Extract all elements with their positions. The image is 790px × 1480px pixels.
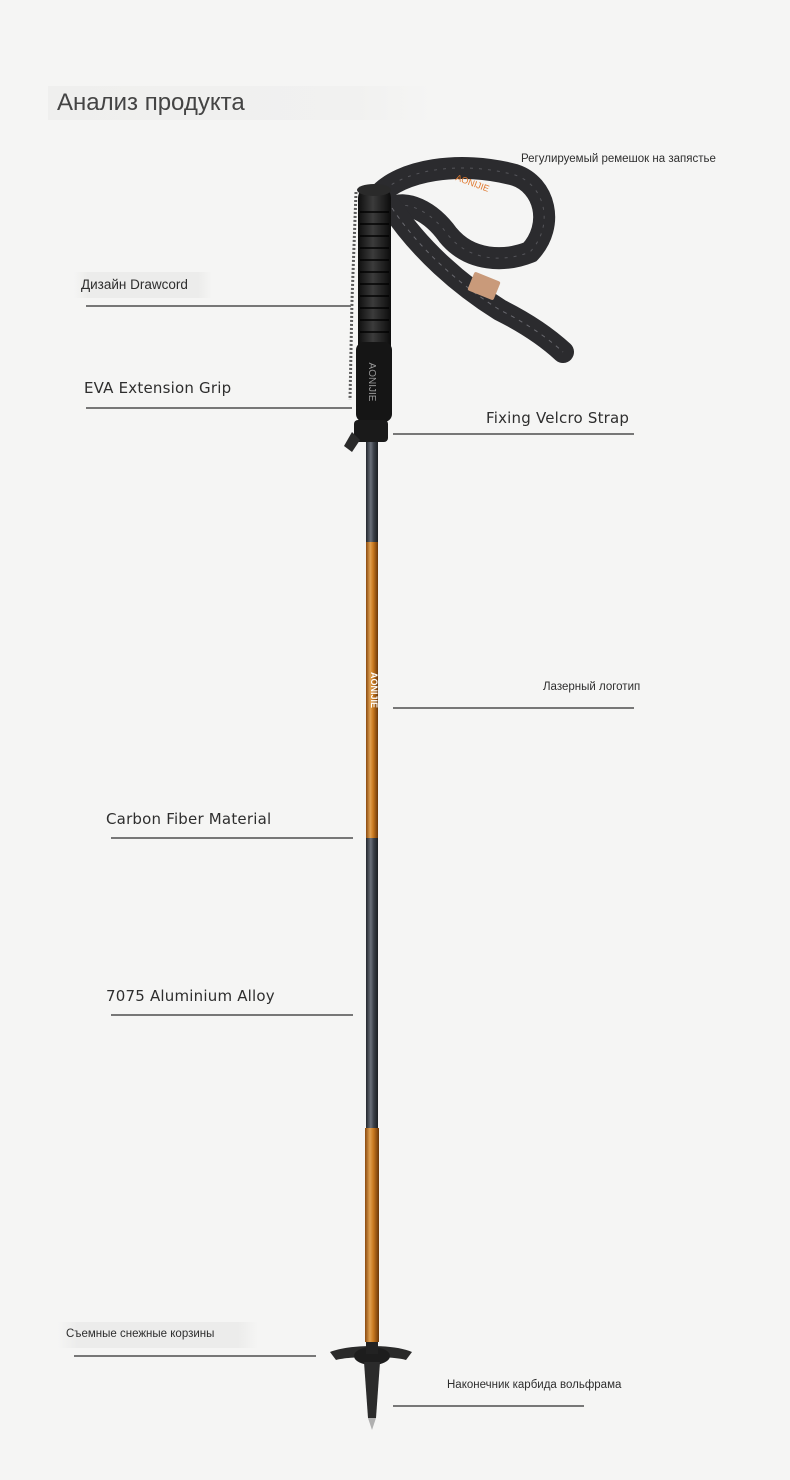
label-wrist-strap: Регулируемый ремешок на запястье: [521, 153, 716, 165]
leader-line-tip: [393, 1405, 584, 1407]
grip-brand-text: AONIJIE: [366, 363, 377, 402]
label-eva-grip: EVA Extension Grip: [84, 379, 232, 397]
upper-shaft-orange: [366, 542, 378, 838]
middle-shaft-dark: [366, 838, 378, 1130]
upper-shaft-dark: [366, 442, 378, 542]
highlight-drawcord: [74, 272, 212, 298]
label-laser-logo: Лазерный логотип: [543, 681, 641, 693]
lower-shaft-orange: [365, 1128, 379, 1342]
highlight-baskets: [58, 1322, 258, 1348]
leader-line-laser-logo: [393, 707, 634, 709]
leader-line-drawcord: [86, 305, 351, 307]
drawcord-graphic: [348, 191, 358, 401]
wrist-strap-graphic: AONIJIE: [367, 156, 574, 363]
leader-line-eva-grip: [86, 407, 352, 409]
label-tip: Наконечник карбида вольфрама: [447, 1379, 622, 1391]
label-drawcord: Дизайн Drawcord: [81, 277, 188, 292]
leader-line-baskets: [74, 1355, 316, 1357]
label-baskets: Съемные снежные корзины: [66, 1328, 215, 1340]
shaft-brand-text: AONIJIE: [369, 672, 379, 708]
leader-line-velcro: [393, 433, 634, 435]
tungsten-tip-graphic: [364, 1362, 380, 1430]
label-aluminium: 7075 Aluminium Alloy: [106, 987, 275, 1005]
label-carbon: Carbon Fiber Material: [106, 810, 272, 828]
snow-basket-graphic: [330, 1342, 412, 1365]
leader-line-carbon: [111, 837, 353, 839]
page-title: Анализ продукта: [48, 86, 433, 120]
leader-line-aluminium: [111, 1014, 353, 1016]
label-velcro: Fixing Velcro Strap: [486, 409, 630, 427]
grip-graphic: AONIJIE: [344, 184, 392, 452]
